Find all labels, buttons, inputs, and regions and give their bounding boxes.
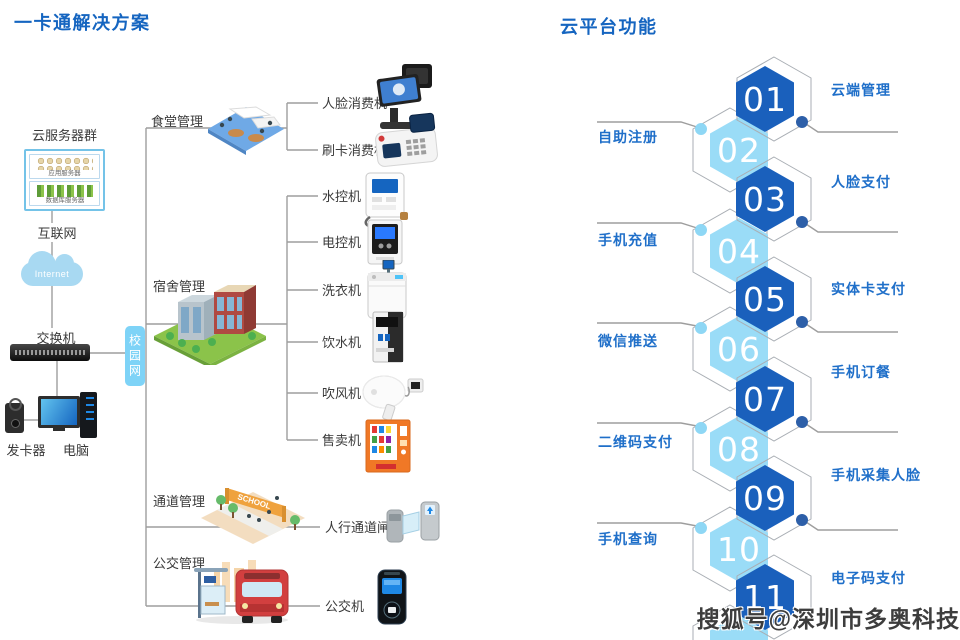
- hair-dryer-icon: [362, 375, 424, 421]
- step-number: 08: [717, 429, 761, 469]
- fn-label-qr-pay: 二维码支付: [598, 434, 673, 450]
- step-number: 04: [717, 231, 761, 271]
- campus-network-badge: 校园网: [125, 326, 145, 386]
- device-label-washer: 洗衣机: [322, 283, 362, 298]
- device-label-dispenser: 饮水机: [322, 335, 362, 350]
- hex-step-04: 04: [691, 201, 787, 301]
- step-number: 10: [717, 529, 761, 569]
- category-canteen: 食堂管理: [151, 114, 204, 129]
- fn-label-card-pay: 实体卡支付: [831, 281, 906, 297]
- card-pos-icon: [375, 112, 438, 167]
- washing-machine-icon: [367, 260, 407, 319]
- internet-cloud-text: Internet: [34, 269, 70, 279]
- hex-step-05: 05: [717, 249, 813, 349]
- step-number: 01: [743, 79, 787, 119]
- fn-label-self-register: 自助注册: [598, 129, 658, 145]
- cloud-server-box: 应用服务器 数据库服务器: [24, 149, 105, 211]
- device-label-electric: 电控机: [322, 235, 362, 250]
- switch-label: 交换机: [28, 328, 84, 347]
- device-label-water: 水控机: [322, 189, 362, 204]
- computer-label: 电脑: [62, 443, 89, 458]
- sohu-watermark: 搜狐号@深圳市多奥科技: [696, 606, 960, 632]
- hex-step-02: 02: [691, 100, 787, 200]
- computer-icon: [38, 392, 98, 442]
- category-bus: 公交管理: [153, 556, 206, 571]
- network-switch-icon: [10, 344, 90, 361]
- water-dispenser-icon: [372, 311, 404, 363]
- category-dorm: 宿舍管理: [153, 279, 206, 294]
- step-number: 02: [717, 130, 761, 170]
- fn-label-cloud-mgmt: 云端管理: [831, 82, 891, 98]
- fn-label-phone-recharge: 手机充值: [598, 232, 658, 248]
- hex-step-06: 06: [691, 299, 787, 399]
- device-label-card-pos: 刷卡消费机: [322, 143, 388, 158]
- fn-label-phone-query: 手机查询: [598, 531, 658, 547]
- electric-controller-icon: [367, 219, 403, 265]
- step-number: 07: [743, 379, 787, 419]
- right-title: 云平台功能: [560, 17, 658, 37]
- turnstile-icon: [386, 501, 440, 543]
- hex-step-09: 09: [717, 448, 813, 548]
- bus-stop-illustration: [194, 560, 289, 624]
- fn-label-face-collect: 手机采集人脸: [831, 467, 921, 483]
- step-number: 09: [743, 478, 787, 518]
- bus-pos-icon: [377, 569, 407, 625]
- internet-label: 互联网: [33, 223, 81, 242]
- vending-machine-icon: [365, 419, 411, 473]
- category-gate: 通道管理: [153, 494, 206, 509]
- db-server-label: 数据库服务器: [45, 197, 84, 204]
- device-label-face-pos: 人脸消费机: [322, 96, 388, 111]
- cloud-cluster-label: 云服务器群: [31, 128, 97, 143]
- step-number: 11: [743, 577, 787, 617]
- device-label-bus-pos: 公交机: [325, 599, 365, 614]
- device-label-turnstile: 人行通道闸: [325, 520, 391, 535]
- fn-label-wechat-push: 微信推送: [598, 333, 658, 349]
- water-controller-icon: [364, 172, 408, 228]
- hex-step-08: 08: [691, 399, 787, 499]
- card-issuer-icon: [5, 398, 24, 433]
- left-title: 一卡通解决方案: [14, 13, 151, 33]
- internet-cloud-icon: Internet: [21, 251, 83, 286]
- db-server-group: 数据库服务器: [29, 181, 100, 206]
- db-server-icon: [36, 185, 93, 197]
- hex-step-07: 07: [717, 349, 813, 449]
- step-number: 06: [717, 329, 761, 369]
- device-label-dryer: 吹风机: [322, 386, 362, 401]
- tower-icon: [80, 392, 97, 438]
- step-number: 03: [743, 179, 787, 219]
- school-gate-illustration: SCHOOL: [201, 488, 305, 544]
- hex-step-01: 01: [717, 49, 813, 149]
- step-number: 05: [743, 279, 787, 319]
- card-issuer-label: 发卡器: [6, 443, 46, 458]
- app-server-icon: [36, 156, 93, 170]
- dormitory-illustration: [154, 285, 266, 365]
- device-label-vending: 售卖机: [322, 433, 362, 448]
- app-server-label: 应用服务器: [48, 170, 81, 177]
- fn-label-face-pay: 人脸支付: [831, 174, 891, 190]
- hex-step-03: 03: [717, 149, 813, 249]
- hex-step-11: 11: [717, 547, 813, 640]
- fn-label-phone-order: 手机订餐: [831, 364, 891, 380]
- monitor-icon: [38, 396, 80, 431]
- app-server-group: 应用服务器: [29, 154, 100, 179]
- hex-step-10: 10: [691, 499, 787, 599]
- canteen-illustration: [208, 106, 284, 155]
- fn-label-ecode-pay: 电子码支付: [831, 570, 906, 586]
